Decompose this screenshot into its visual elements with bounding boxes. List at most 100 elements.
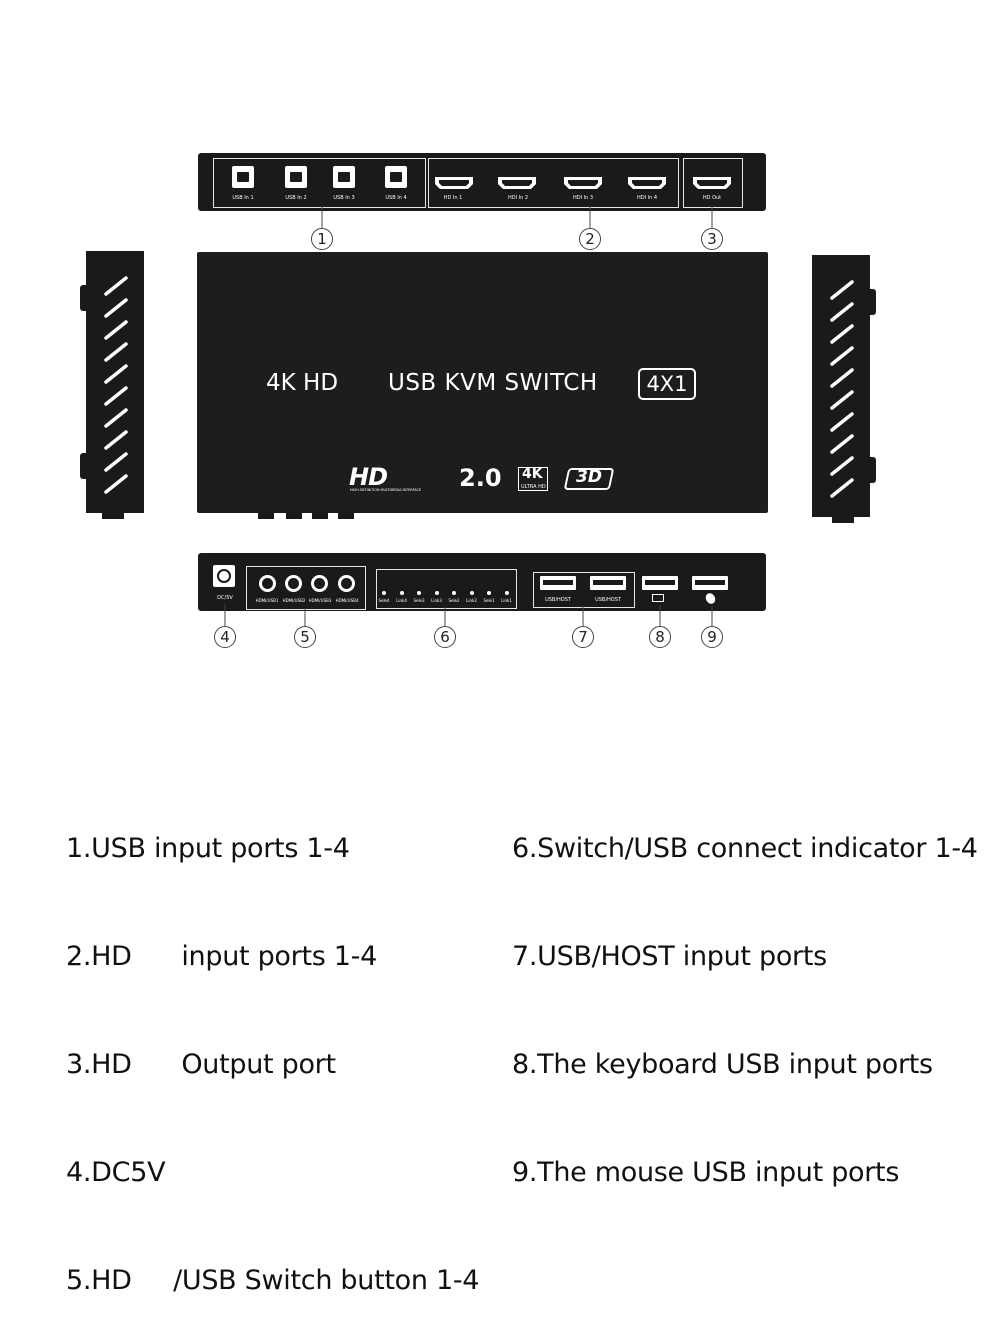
button-label-4: HDMI/USB4 — [335, 598, 359, 603]
usb-b-port-1 — [232, 166, 254, 188]
vent-slot — [104, 408, 128, 428]
usb-host-group — [533, 572, 635, 608]
led-indicator — [399, 591, 404, 595]
vent-slot — [830, 324, 854, 344]
switch-button-1[interactable] — [259, 575, 276, 592]
switch-button-group — [246, 566, 366, 610]
vent-slot — [104, 386, 128, 406]
mouse-usb-port — [692, 576, 728, 590]
usb-in-label-3: USB In 3 — [333, 195, 355, 201]
hdmi-output-group — [683, 158, 743, 208]
usb-host-port-1 — [540, 576, 576, 590]
hdmi-in-label-1: HD In 1 — [443, 195, 463, 201]
vent-slot — [830, 302, 854, 322]
keyboard-icon — [652, 594, 664, 602]
led-label: Link1 — [501, 598, 512, 603]
logo-2-0: 2.0 — [459, 464, 502, 492]
dc-jack — [213, 565, 235, 587]
callout-6: 6 — [434, 626, 456, 648]
led-indicator — [382, 591, 386, 595]
rear-callout-lines — [321, 206, 713, 228]
dc-label: DC/5V — [217, 595, 233, 601]
vent-slot — [830, 368, 854, 388]
logo-4k-box — [518, 467, 548, 491]
usb-input-group — [213, 158, 426, 208]
callout-3: 3 — [701, 228, 723, 250]
legend-item-4: 4.DC5V — [66, 1157, 166, 1188]
hdmi-in-label-3: HDI In 3 — [572, 195, 594, 201]
hd-logo-subtitle: HIGH-DEFINITION MULTIMEDIA INTERFACE — [350, 488, 422, 492]
hdmi-in-port-3 — [564, 177, 602, 189]
usb-host-label-2: USB/HOST — [595, 597, 621, 603]
usb-in-label-2: USB In 2 — [285, 195, 307, 201]
legend-item-8: 8.The keyboard USB input ports — [512, 1049, 933, 1080]
button-label-1: HDMI/USB1 — [255, 598, 279, 603]
led-label: Sele1 — [483, 598, 495, 603]
hdmi-in-port-1 — [435, 177, 473, 189]
led-label: Link4 — [396, 598, 407, 603]
logo-4k-subtitle: ULTRA HD — [521, 484, 546, 490]
vent-slot — [830, 280, 854, 300]
usb-b-port-3 — [333, 166, 355, 188]
led-indicator — [417, 591, 421, 595]
callout-4: 4 — [214, 626, 236, 648]
switch-button-4[interactable] — [338, 575, 355, 592]
led-indicator — [504, 591, 509, 595]
vent-slot — [104, 364, 128, 384]
vent-slot — [104, 298, 128, 318]
vent-slot — [104, 430, 128, 450]
usb-in-label-4: USB In 4 — [385, 195, 407, 201]
title-usb-kvm-switch: USB KVM SWITCH — [388, 370, 598, 396]
led-indicator — [487, 591, 491, 595]
vent-slot — [830, 456, 854, 476]
switch-button-3[interactable] — [311, 575, 328, 592]
legend-item-5: 5.HD /USB Switch button 1-4 — [66, 1265, 480, 1296]
vent-slot — [104, 276, 128, 296]
vent-slot — [104, 320, 128, 340]
legend-left: 1.USB input ports 1-4 2.HD input ports 1… — [66, 759, 479, 1335]
switch-button-2[interactable] — [285, 575, 302, 592]
callout-2: 2 — [579, 228, 601, 250]
logo-3d: 3D — [576, 467, 602, 487]
keyboard-usb-port — [642, 576, 678, 590]
legend-right: 6.Switch/USB connect indicator 1-4 7.USB… — [512, 759, 978, 1227]
hdmi-in-label-4: HDI In 4 — [636, 195, 658, 201]
vent-slot — [830, 390, 854, 410]
front-callout-lines — [224, 604, 713, 626]
vent-slot — [104, 474, 128, 494]
usb-b-port-4 — [385, 166, 407, 188]
hdmi-in-port-2 — [498, 177, 536, 189]
device-top-face — [197, 252, 768, 513]
button-caps-underside — [258, 512, 358, 520]
vent-slot — [104, 452, 128, 472]
callout-9: 9 — [701, 626, 723, 648]
led-label: Sele4 — [378, 598, 390, 603]
legend-item-2: 2.HD input ports 1-4 — [66, 941, 377, 972]
hdmi-out-port — [693, 177, 731, 189]
hdmi-input-group — [428, 158, 679, 208]
left-side-view — [80, 251, 144, 519]
badge-4x1: 4X1 — [638, 368, 696, 400]
led-indicator — [469, 591, 474, 595]
led-indicator-group — [376, 569, 517, 609]
led-indicator — [452, 591, 456, 595]
title-4k-hd: 4K HD — [266, 370, 339, 396]
vent-slots — [104, 276, 854, 498]
usb-host-label-1: USB/HOST — [545, 597, 571, 603]
usb-in-label-1: USB In 1 — [232, 195, 254, 201]
led-label: Sele3 — [413, 598, 425, 603]
legend-item-6: 6.Switch/USB connect indicator 1-4 — [512, 833, 978, 864]
legend-item-9: 9.The mouse USB input ports — [512, 1157, 900, 1188]
callout-7: 7 — [572, 626, 594, 648]
callout-1: 1 — [311, 228, 333, 250]
logo-4k: 4K — [522, 466, 543, 482]
legend-item-7: 7.USB/HOST input ports — [512, 941, 827, 972]
led-label: Link2 — [466, 598, 477, 603]
callout-5: 5 — [294, 626, 316, 648]
vent-slot — [830, 478, 854, 498]
led-label: Sele2 — [448, 598, 460, 603]
vent-slot — [830, 346, 854, 366]
led-label: Link3 — [431, 598, 442, 603]
led-indicator — [434, 591, 439, 595]
hdmi-out-label: HD Out — [702, 195, 722, 201]
